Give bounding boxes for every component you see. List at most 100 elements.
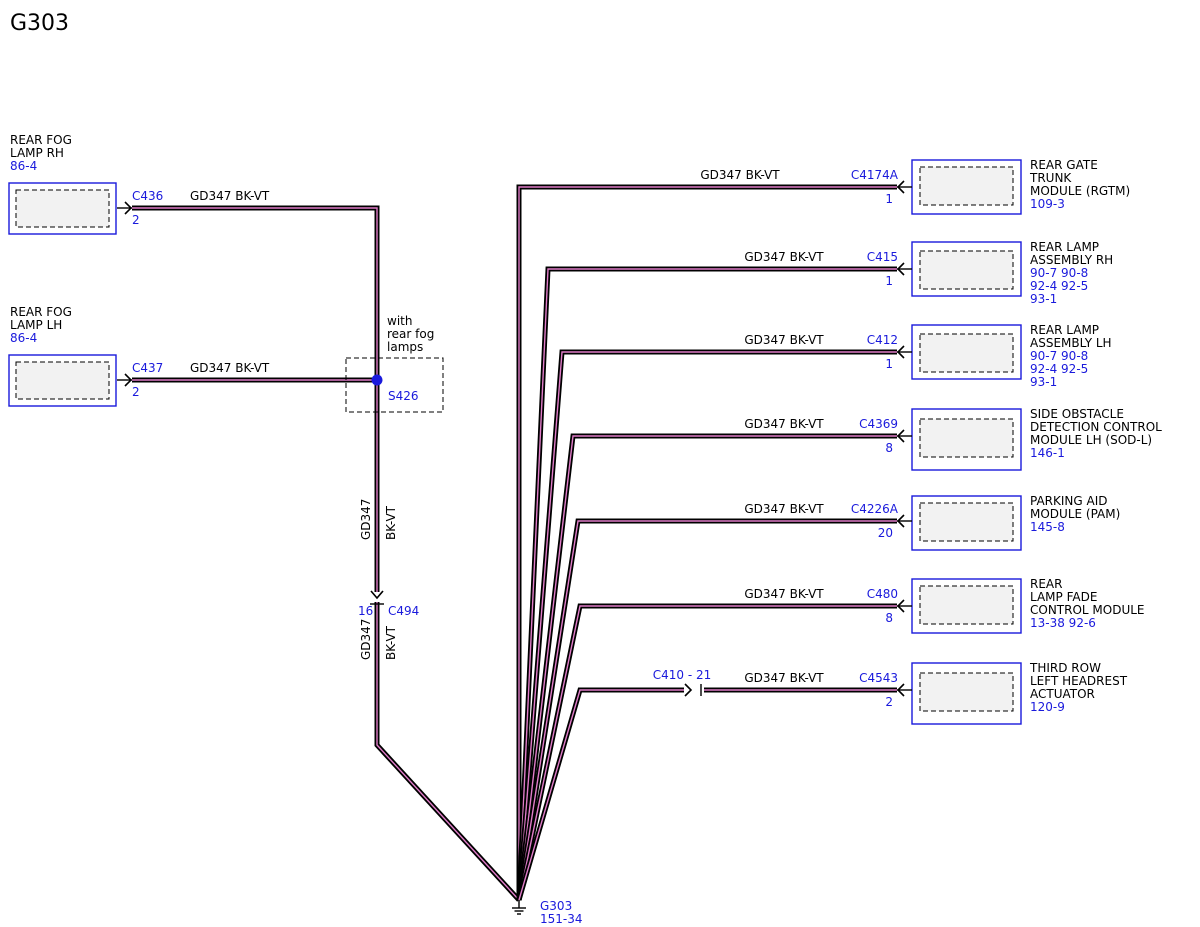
splice-dot: [371, 374, 383, 386]
module-right-5-name: MODULE (PAM): [1030, 507, 1120, 521]
module-right-6-body: [919, 585, 1014, 625]
module-right-2-body: [919, 250, 1014, 290]
wires: [132, 184, 897, 902]
wire-right-2-stripe: [518, 268, 897, 901]
wire-right-6-stripe: [518, 605, 897, 901]
module-right-2-ref: 93-1: [1030, 292, 1057, 306]
wire-splice-to-ground: [374, 602, 521, 902]
module-right-1-name: TRUNK: [1029, 171, 1072, 185]
module-right-5-box: [911, 495, 1022, 551]
wire-right-2: [516, 266, 897, 901]
module-right-7-ref: 120-9: [1030, 700, 1065, 714]
right-wire-3-label: GD347 BK-VT: [744, 333, 824, 347]
wire-right-7-b: [516, 687, 684, 901]
module-right-4-box: [911, 408, 1022, 471]
module-right-1-pin: 1: [885, 192, 893, 206]
module-right-4-pin: 8: [885, 441, 893, 455]
wire-rear-fog-rh-stripe: [132, 207, 378, 592]
module-left-1-connector: C436: [132, 189, 163, 203]
inline-connector-arrow: [370, 590, 384, 600]
module-left-1-arrow: [124, 201, 133, 215]
module-left-1-name: LAMP RH: [10, 146, 64, 160]
module-left-1-box: [8, 182, 117, 235]
wire-rear-fog-rh: [132, 205, 380, 592]
module-right-3-body: [919, 333, 1014, 373]
right-wire-6-label: GD347 BK-VT: [744, 587, 824, 601]
module-right-2-name: ASSEMBLY RH: [1030, 253, 1113, 267]
module-right-6-arrow: [896, 599, 905, 613]
module-right-1-name: REAR GATE: [1030, 158, 1098, 172]
wire-right-1-stripe: [518, 186, 897, 900]
module-left-2-name: LAMP LH: [10, 318, 62, 332]
right-wire-4-label: GD347 BK-VT: [744, 417, 824, 431]
right-wire-1-label: GD347 BK-VT: [700, 168, 780, 182]
right-wire-7-label: GD347 BK-VT: [744, 671, 824, 685]
left-wire-1-label: GD347 BK-VT: [190, 189, 270, 203]
module-right-3-ref: 93-1: [1030, 375, 1057, 389]
module-right-6-connector: C480: [867, 587, 898, 601]
module-left-2-box: [8, 354, 117, 407]
wire-right-4-stripe: [518, 435, 897, 901]
splice-option-box: [345, 357, 444, 413]
splice-note-line-1: with: [387, 314, 412, 328]
module-right-3-ref: 92-4 92-5: [1030, 362, 1088, 376]
wire-splice-to-ground-stripe: [376, 602, 520, 901]
module-right-2-ref: 92-4 92-5: [1030, 279, 1088, 293]
module-right-5-connector: C4226A: [851, 502, 899, 516]
module-right-7-body: [919, 672, 1014, 712]
splice-note-line-3: lamps: [387, 340, 423, 354]
module-left-1-ref: 86-4: [10, 159, 37, 173]
module-right-4-name: SIDE OBSTACLE: [1030, 407, 1124, 421]
module-right-3-name: REAR LAMP: [1030, 323, 1099, 337]
ground-ref: 151-34: [540, 912, 583, 926]
splice-note-line-2: rear fog: [387, 327, 434, 341]
module-right-5-pin: 20: [878, 526, 893, 540]
vertical-wire-label-upper-circuit: GD347: [359, 499, 373, 540]
module-right-7-pin: 2: [885, 695, 893, 709]
module-left-1-name: REAR FOG: [10, 133, 72, 147]
diagram-title: G303: [10, 11, 69, 36]
vertical-wire-label-lower-circuit: GD347: [359, 619, 373, 660]
wire-right-7-b-stripe: [518, 689, 684, 901]
module-right-3-connector: C412: [867, 333, 898, 347]
module-left-2-pin: 2: [132, 385, 140, 399]
module-right-1-ref: 109-3: [1030, 197, 1065, 211]
module-right-4-connector: C4369: [859, 417, 898, 431]
module-right-2-ref: 90-7 90-8: [1030, 266, 1088, 280]
inline-connector-name: C494: [388, 604, 419, 618]
module-right-7-arrow: [896, 683, 905, 697]
module-right-5-arrow: [896, 514, 905, 528]
right-wire-5-label: GD347 BK-VT: [744, 502, 824, 516]
left-wire-2-label: GD347 BK-VT: [190, 361, 270, 375]
inline-connector-pin: 16: [358, 604, 373, 618]
overlay: [117, 180, 912, 915]
module-right-4-arrow: [896, 429, 905, 443]
module-right-3-ref: 90-7 90-8: [1030, 349, 1088, 363]
module-right-4-body: [919, 418, 1014, 458]
module-right-3-name: ASSEMBLY LH: [1030, 336, 1112, 350]
wire-right-6: [516, 603, 897, 901]
vertical-wire-label-lower-color: BK-VT: [384, 625, 398, 660]
module-right-6-name: LAMP FADE: [1030, 590, 1097, 604]
module-right-2-pin: 1: [885, 274, 893, 288]
right-wire-2-label: GD347 BK-VT: [744, 250, 824, 264]
module-left-2-name: REAR FOG: [10, 305, 72, 319]
module-right-6-name: REAR: [1030, 577, 1062, 591]
ground-name: G303: [540, 899, 572, 913]
module-right-6-pin: 8: [885, 611, 893, 625]
module-right-2-arrow: [896, 262, 905, 276]
module-right-5-ref: 145-8: [1030, 520, 1065, 534]
module-left-2-ref: 86-4: [10, 331, 37, 345]
module-right-5-name: PARKING AID: [1030, 494, 1108, 508]
module-right-1-body: [919, 166, 1014, 206]
module-right-1-arrow: [896, 180, 905, 194]
module-left-2-connector: C437: [132, 361, 163, 375]
module-right-4-name: MODULE LH (SOD-L): [1030, 433, 1152, 447]
